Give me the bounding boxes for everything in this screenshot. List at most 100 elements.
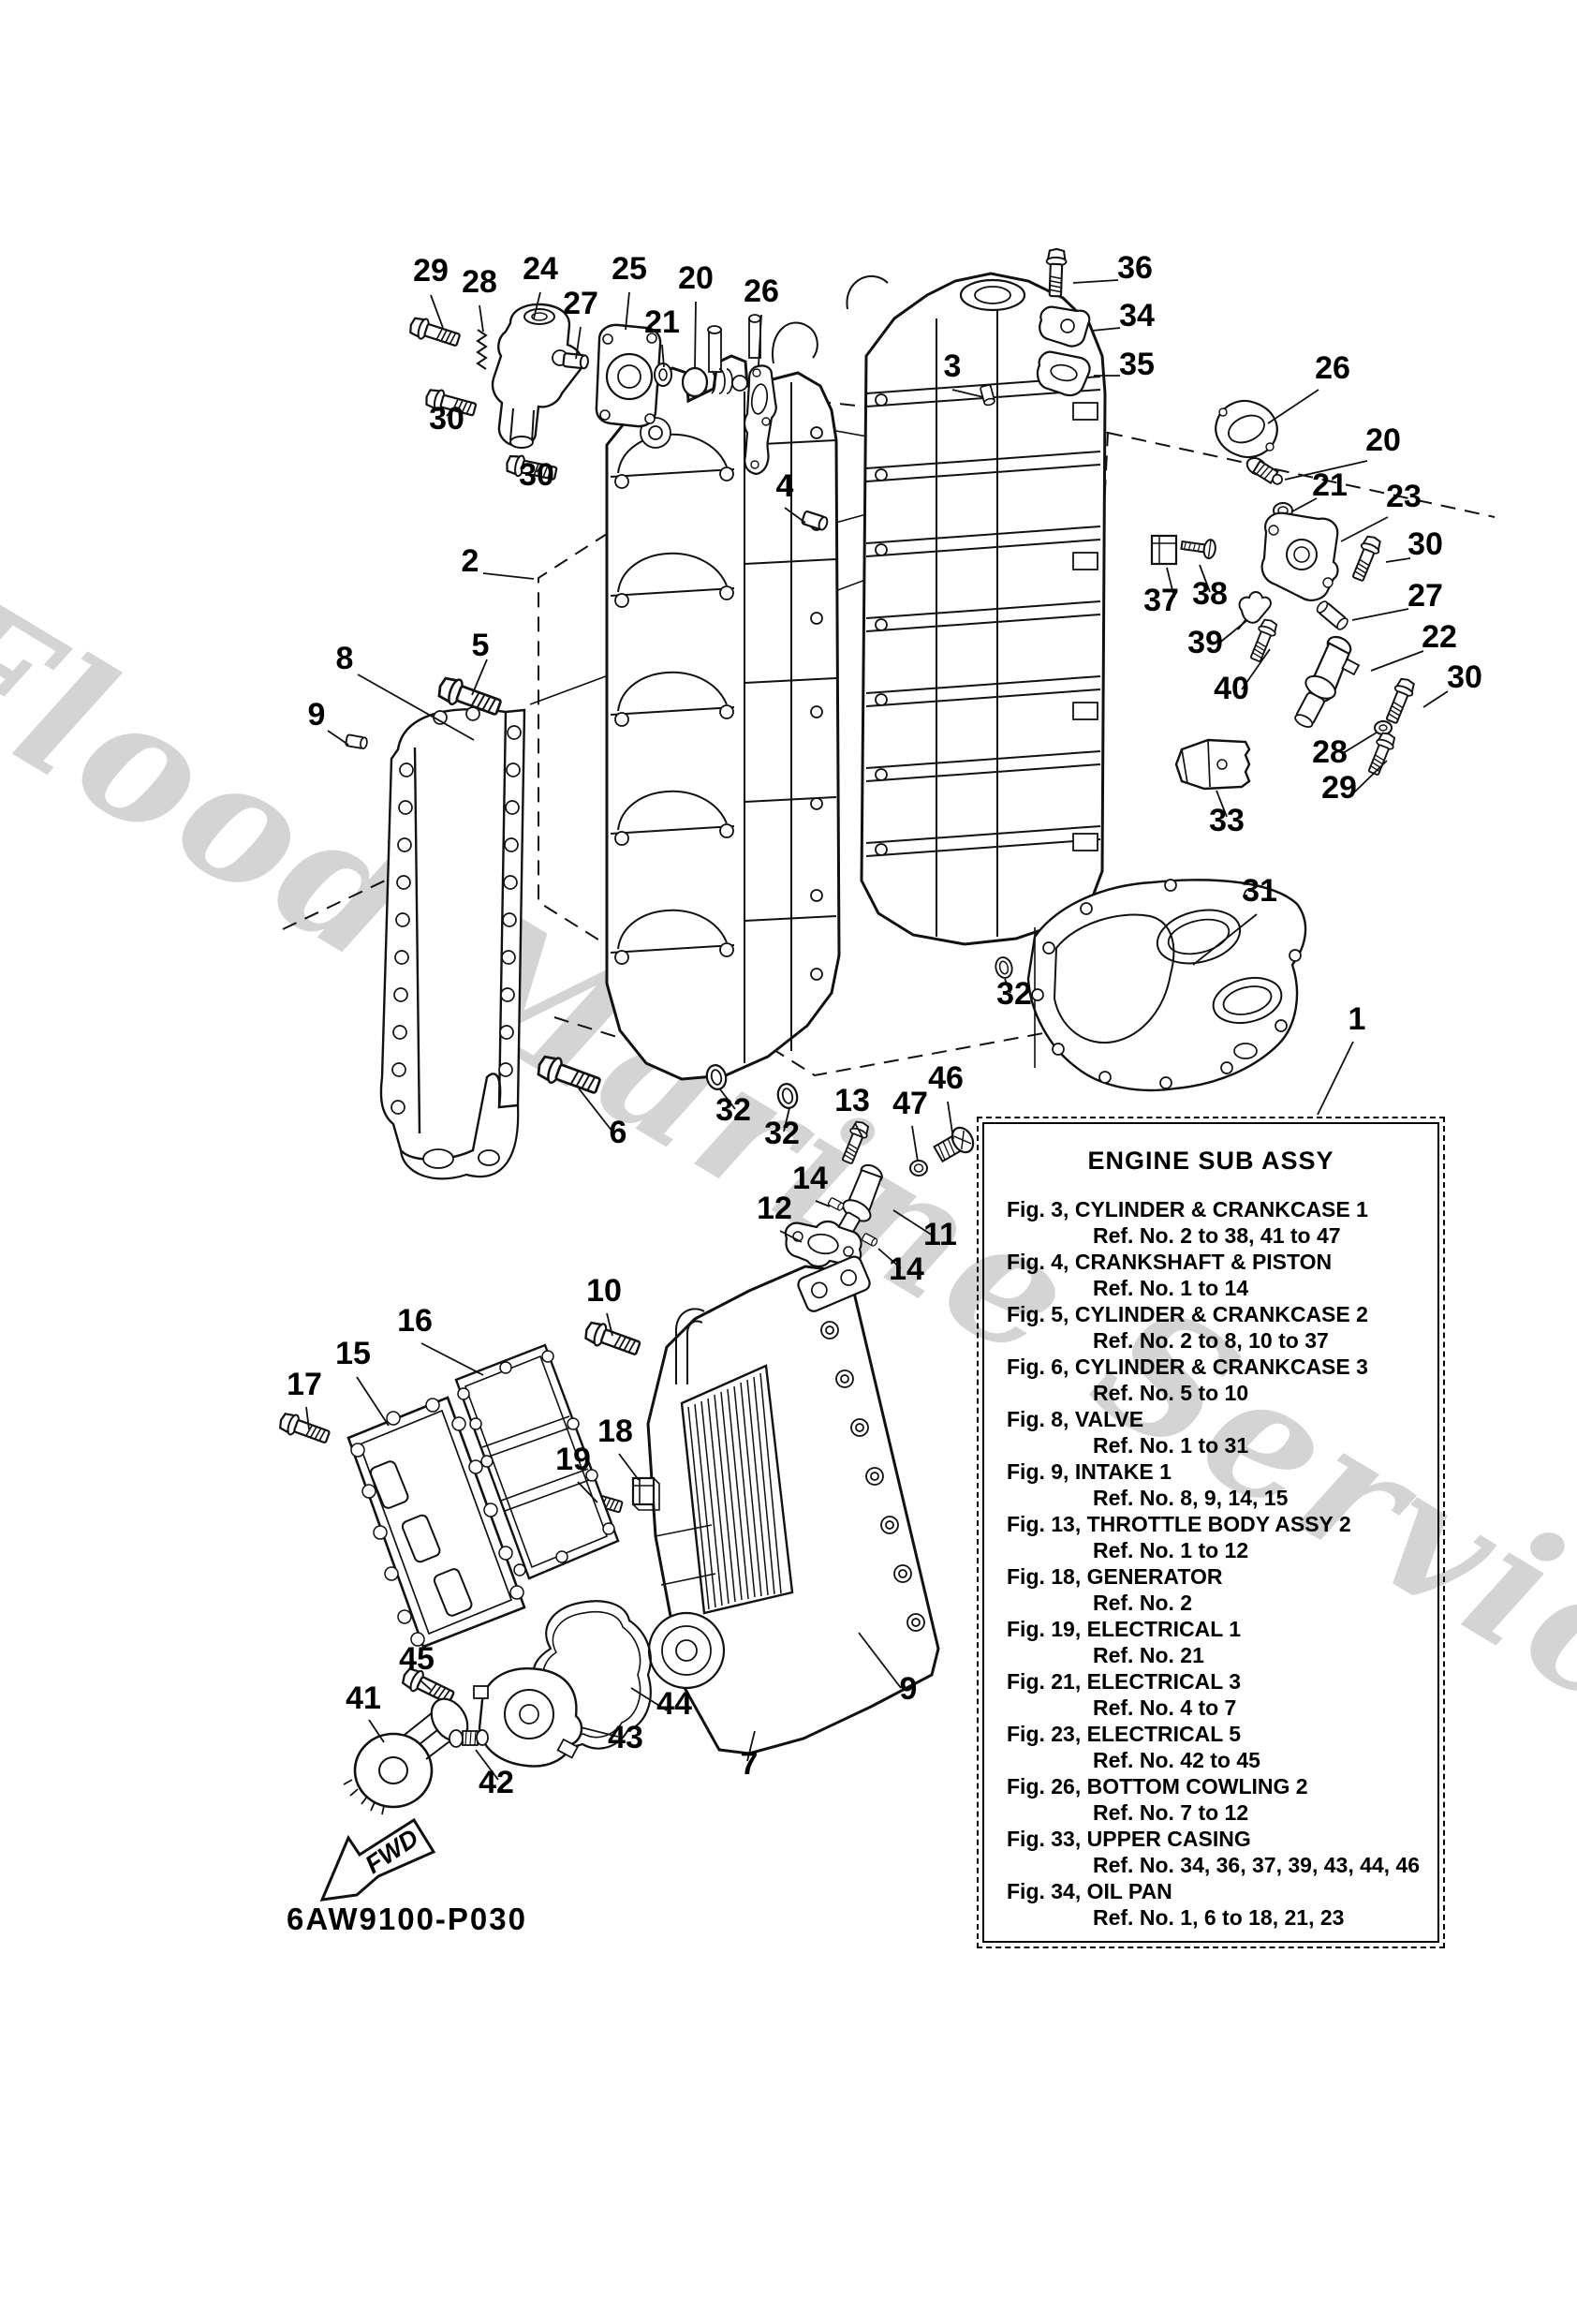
cylinder-block-rear-view [707, 272, 1107, 946]
callout-label: 21 [644, 304, 680, 340]
figure-reference-box: ENGINE SUB ASSY Fig. 3, CYLINDER & CRANK… [977, 1117, 1445, 1948]
callout-label: 28 [462, 264, 497, 300]
callout-label: 29 [413, 253, 449, 289]
callout-label: 27 [1408, 578, 1443, 614]
callout-label: 29 [1321, 770, 1357, 806]
figure-entry: Fig. 6, CYLINDER & CRANKCASE 3 [1007, 1354, 1368, 1379]
callout-label: 21 [1312, 467, 1348, 503]
side-gasket [379, 706, 526, 1180]
figure-entry: Fig. 13, THROTTLE BODY ASSY 2 [1007, 1512, 1351, 1536]
crankcase-front-view [605, 354, 841, 1081]
callout-label: 9 [308, 697, 326, 733]
figure-entry: Fig. 18, GENERATOR [1007, 1564, 1223, 1589]
callout-label: 24 [523, 251, 558, 287]
figure-entry: Fig. 23, ELECTRICAL 5 [1007, 1722, 1242, 1746]
callout-label: 20 [1365, 422, 1401, 458]
callout-label: 27 [563, 286, 598, 321]
figure-entry-ref: Ref. No. 8, 9, 14, 15 [1093, 1486, 1289, 1510]
callout-label: 34 [1119, 298, 1155, 333]
callout-label: 18 [597, 1414, 633, 1449]
callout-label: 17 [287, 1367, 322, 1402]
figure-entry: Fig. 19, ELECTRICAL 1 [1007, 1617, 1242, 1641]
callout-label: 44 [656, 1686, 692, 1722]
callout-label: 20 [678, 260, 714, 296]
callout-label: 13 [834, 1083, 870, 1118]
callout-label: 5 [472, 628, 490, 663]
callout-label: 26 [744, 274, 779, 309]
callout-label: 30 [429, 401, 464, 437]
callout-label: 46 [928, 1060, 964, 1096]
figure-entry: Fig. 33, UPPER CASING [1007, 1827, 1251, 1851]
callout-label: 9 [900, 1671, 918, 1707]
figure-entry-ref: Ref. No. 7 to 12 [1093, 1800, 1249, 1825]
figure-entry: Fig. 5, CYLINDER & CRANKCASE 2 [1007, 1302, 1368, 1326]
callout-label: 30 [1447, 659, 1482, 695]
figure-entry: Fig. 3, CYLINDER & CRANKCASE 1 [1007, 1197, 1368, 1221]
callout-label: 32 [715, 1092, 751, 1128]
callout-label: 47 [892, 1086, 928, 1121]
figure-entry-ref: Ref. No. 5 to 10 [1093, 1381, 1249, 1405]
callout-label: 35 [1119, 347, 1155, 382]
callout-label: 39 [1187, 625, 1223, 660]
callout-label: 25 [612, 251, 647, 287]
callout-label: 36 [1117, 250, 1153, 286]
figure-entry-ref: Ref. No. 1, 6 to 18, 21, 23 [1093, 1905, 1345, 1930]
figure-entry: Fig. 21, ELECTRICAL 3 [1007, 1669, 1242, 1694]
callout-label: 12 [757, 1191, 792, 1226]
figure-entry: Fig. 4, CRANKSHAFT & PISTON [1007, 1250, 1333, 1274]
figure-reference-box-inner: ENGINE SUB ASSY Fig. 3, CYLINDER & CRANK… [982, 1122, 1439, 1943]
callout-label: 23 [1386, 479, 1422, 514]
figure-entry: Fig. 8, VALVE [1007, 1407, 1144, 1431]
callout-label: 41 [346, 1680, 381, 1716]
figure-entry-ref: Ref. No. 2 to 8, 10 to 37 [1093, 1328, 1329, 1353]
callout-label: 22 [1422, 619, 1457, 655]
figure-entry-ref: Ref. No. 42 to 45 [1093, 1748, 1260, 1772]
callout-label: 14 [792, 1161, 828, 1196]
drawing-part-code: 6AW9100-P030 [287, 1902, 527, 1936]
cylinder-head-assembly [646, 1255, 940, 1755]
fwd-arrow: FWD [319, 1817, 436, 1902]
figure-entry-ref: Ref. No. 1 to 14 [1093, 1276, 1249, 1300]
figure-entry-ref: Ref. No. 34, 36, 37, 39, 43, 44, 46 [1093, 1853, 1421, 1877]
callout-label: 3 [944, 348, 962, 384]
callout-label: 4 [776, 468, 794, 504]
callout-label: 45 [399, 1641, 435, 1677]
leader-lines [305, 279, 1449, 1781]
thermostat-cluster [406, 303, 777, 485]
figure-entry: Fig. 9, INTAKE 1 [1007, 1459, 1172, 1484]
water-pump-parts [343, 1600, 652, 1815]
callout-label: 37 [1143, 583, 1179, 618]
figure-entry: Fig. 34, OIL PAN [1007, 1879, 1172, 1903]
callout-label: 38 [1192, 576, 1228, 612]
callout-label: 33 [1209, 803, 1245, 838]
figure-entry-ref: Ref. No. 1 to 12 [1093, 1538, 1249, 1562]
figure-entry-ref: Ref. No. 2 [1093, 1591, 1193, 1615]
callout-label: 43 [608, 1720, 643, 1755]
figure-entry-ref: Ref. No. 2 to 38, 41 to 47 [1093, 1223, 1341, 1248]
valve-cover-and-gasket [346, 1343, 620, 1649]
sensor-cluster [1150, 399, 1418, 791]
figure-entry-ref: Ref. No. 4 to 7 [1093, 1695, 1237, 1720]
callout-label: 2 [462, 543, 479, 579]
callout-label: 1 [1349, 1001, 1366, 1037]
figure-entry-ref: Ref. No. 21 [1093, 1643, 1204, 1667]
callout-label: 28 [1312, 734, 1348, 770]
callout-label: 40 [1214, 671, 1249, 706]
exhaust-gasket [1026, 879, 1307, 1092]
callout-label: 26 [1315, 350, 1350, 386]
figure-entry-ref: Ref. No. 1 to 31 [1093, 1433, 1249, 1458]
callout-label: 32 [764, 1116, 800, 1151]
phantom-outline [282, 400, 1496, 1077]
damper-block [631, 1476, 660, 1511]
callout-label: 16 [397, 1303, 433, 1339]
mid-small-parts [703, 955, 1015, 1268]
callout-label: 7 [741, 1746, 759, 1782]
callout-label: 8 [336, 641, 354, 676]
callout-label: 42 [479, 1765, 514, 1800]
callout-label: 30 [1408, 526, 1443, 562]
anode-cluster [1036, 247, 1091, 397]
